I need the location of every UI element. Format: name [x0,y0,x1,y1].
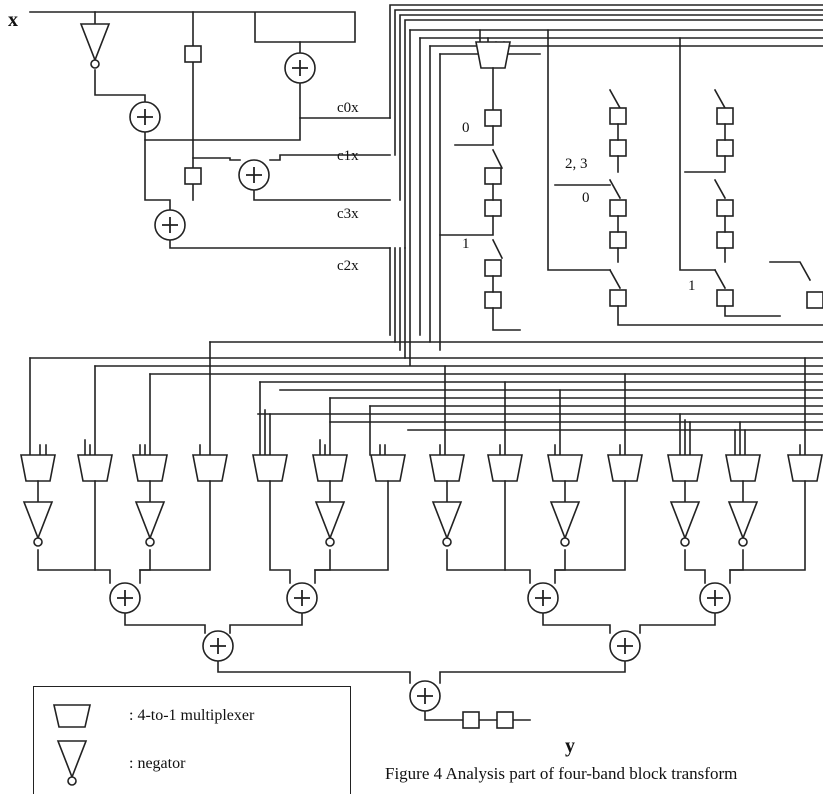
adder-icon [155,210,185,240]
delay-block [463,712,479,728]
switch-label: 1 [462,236,470,252]
output-label: y [565,735,575,757]
mux-icon [476,42,510,68]
input-label: x [8,9,18,31]
switch-label: 1 [688,278,696,294]
figure-caption: Figure 4 Analysis part of four-band bloc… [385,764,823,784]
legend: : 4-to-1 multiplexer : negator [33,686,351,794]
adder-icon [239,160,269,190]
delay-block [497,712,513,728]
delay-chains [440,30,823,330]
adder-icon [130,102,160,132]
legend-negator-label: : negator [129,755,185,773]
bus-lines [30,5,823,430]
switch-label: 2, 3 [565,156,588,172]
negator-icon [58,741,86,785]
coef-label-c3: c3x [337,206,359,222]
mux-icon [54,705,90,727]
negator-icon [81,24,109,68]
delay-block [185,46,201,62]
coef-label-c1: c1x [337,148,359,164]
adder-icon [285,53,315,83]
legend-mux-label: : 4-to-1 multiplexer [129,707,254,725]
switch-label: 0 [462,120,470,136]
top-left-components [81,24,315,240]
coefficient-network [30,12,390,248]
switch-label: 0 [582,190,590,206]
delay-block [185,168,201,184]
coef-label-c2: c2x [337,258,359,274]
coef-label-c0: c0x [337,100,359,116]
mux-row [21,342,822,481]
legend-icons [34,687,94,795]
